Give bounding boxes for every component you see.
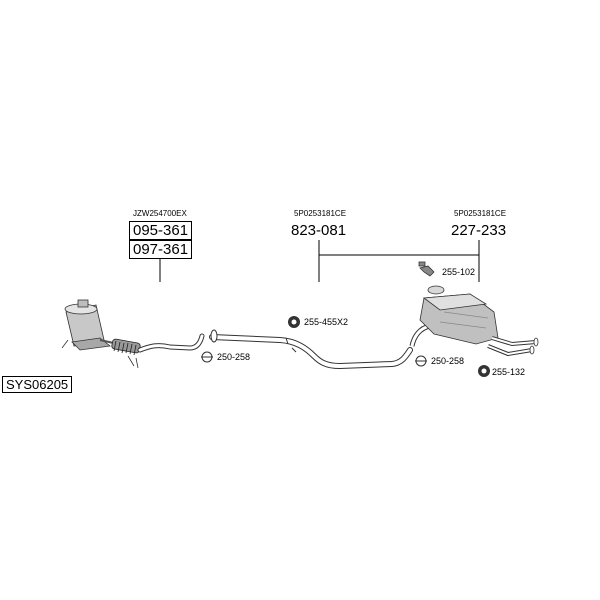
front-pipe	[137, 333, 205, 353]
fitting-255-132[interactable]: 255-132	[492, 367, 526, 377]
fitting-255-455x2[interactable]: 255-455X2	[304, 317, 349, 327]
part-number-227-233[interactable]: 227-233	[451, 222, 507, 239]
leader-lines	[159, 240, 480, 282]
middle-pipe	[209, 329, 413, 370]
middle-silencer-ref: 5P0253181CE	[294, 209, 347, 218]
clamp-icon	[201, 351, 427, 367]
part-number-823-081[interactable]: 823-081	[291, 222, 347, 239]
system-code: SYS06205	[2, 376, 73, 393]
bracket-icon	[418, 261, 435, 277]
fitting-250-258-rear[interactable]: 250-258	[431, 356, 465, 366]
fitting-250-258-front[interactable]: 250-258	[217, 352, 251, 362]
catalytic-converter	[61, 299, 127, 351]
fitting-255-102[interactable]: 255-102	[442, 267, 476, 277]
catalyst-ref: JZW254700EX	[133, 209, 187, 218]
part-number-097-361[interactable]: 097-361	[129, 240, 193, 259]
rubber-ring-icon	[288, 316, 490, 377]
rear-silencer-ref: 5P0253181CE	[454, 209, 507, 218]
flex-pipe	[111, 338, 141, 369]
rear-silencer	[409, 285, 539, 357]
part-number-095-361[interactable]: 095-361	[129, 221, 193, 240]
